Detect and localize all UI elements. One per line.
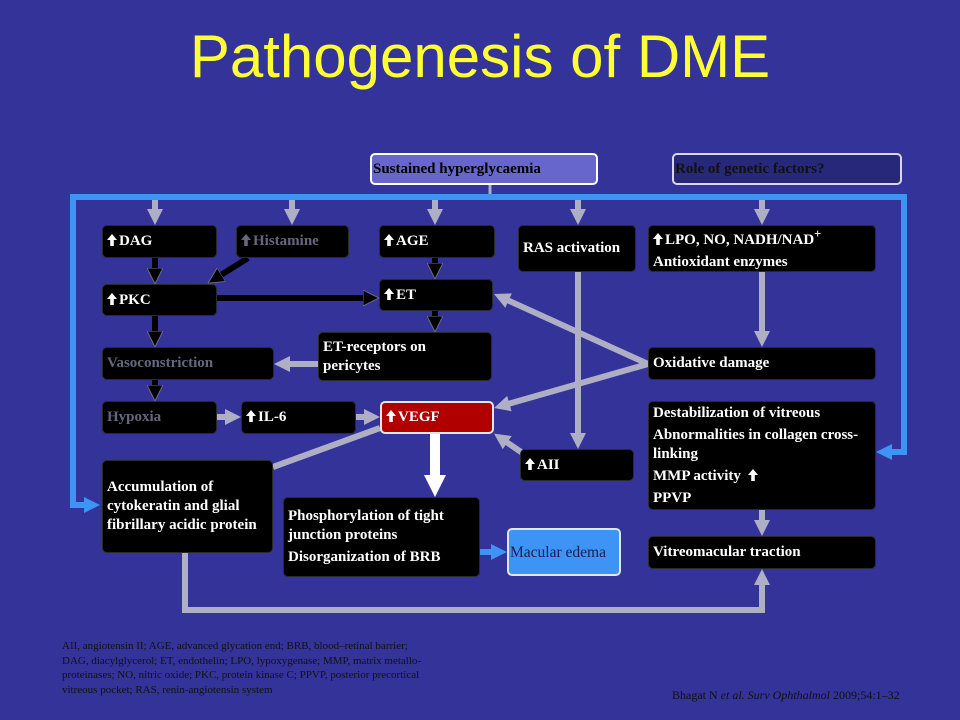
node-hypoxia-label: Hypoxia xyxy=(107,409,162,425)
node-phosphorylation: Phosphorylation of tight junction protei… xyxy=(283,497,480,577)
node-cytokeratin-accumulation: Accumulation of cytokeratin and glial fi… xyxy=(102,460,273,553)
arrow-oxidative-to-vegf xyxy=(494,361,649,412)
node-vegf: VEGF xyxy=(380,401,494,434)
node-lpo-label: LPO, NO, NADH/NAD xyxy=(665,232,815,248)
up-arrow-icon xyxy=(246,410,256,422)
citation-details: 2009;54:1–32 xyxy=(832,688,900,702)
node-age-label: AGE xyxy=(396,233,429,249)
node-histamine-label: Histamine xyxy=(253,233,319,249)
node-ras-activation-label: RAS activation xyxy=(523,240,621,256)
node-aii: AII xyxy=(520,449,634,481)
node-destabilization-line: PPVP xyxy=(653,489,692,506)
citation-journal: et al. Surv Ophthalmol xyxy=(720,688,830,702)
source-hyperglycaemia: Sustained hyperglycaemia xyxy=(370,153,598,185)
link-accumulation-vegf xyxy=(271,425,382,470)
node-ras-activation: RAS activation xyxy=(518,225,636,272)
abbreviations-line: vitreous pocket; RAS, renin-angiotensin … xyxy=(62,683,273,696)
node-macular-edema-label: Macular edema xyxy=(510,543,606,561)
arrow-accumulation-to-traction xyxy=(182,553,770,613)
arrow-aii-to-vegf xyxy=(494,433,526,457)
abbreviations-line: proteinases; NO, nitric oxide; PKC, prot… xyxy=(62,669,420,682)
up-arrow-icon xyxy=(107,292,117,305)
up-arrow-icon xyxy=(241,234,251,246)
node-vegf-label: VEGF xyxy=(398,409,440,425)
node-destabilization-line: Abnormalities in collagen cross-linking xyxy=(653,426,859,462)
node-destabilization-line: MMP activity xyxy=(653,467,741,484)
node-oxidative-damage-label: Oxidative damage xyxy=(653,355,770,371)
node-vasoconstriction-label: Vasoconstriction xyxy=(107,355,214,371)
up-arrow-icon xyxy=(384,234,394,246)
node-il6-label: IL-6 xyxy=(258,409,287,425)
up-arrow-icon xyxy=(386,410,396,422)
node-macular-edema: Macular edema xyxy=(507,528,621,576)
source-genetic-factors-label: Role of genetic factors? xyxy=(675,160,825,177)
up-arrow-icon xyxy=(653,233,663,245)
slide-title: Pathogenesis of DME xyxy=(189,23,771,90)
node-lpo-superscript: + xyxy=(814,227,822,241)
up-arrow-icon xyxy=(525,457,535,470)
node-age: AGE xyxy=(379,225,495,258)
node-et-receptors: ET-receptors on pericytes xyxy=(318,332,492,381)
node-pkc: PKC xyxy=(102,284,217,316)
node-vitreomacular-traction-label: Vitreomacular traction xyxy=(653,544,801,560)
node-dag: DAG xyxy=(102,225,217,258)
source-hyperglycaemia-label: Sustained hyperglycaemia xyxy=(373,160,541,177)
node-phosphorylation-line: Phosphorylation of tight junction protei… xyxy=(288,508,444,543)
node-vitreomacular-traction: Vitreomacular traction xyxy=(648,536,876,569)
arrow-histamine-to-pkc xyxy=(213,255,250,280)
node-hypoxia: Hypoxia xyxy=(102,401,217,434)
node-et-label: ET xyxy=(396,286,417,303)
node-oxidative-damage: Oxidative damage xyxy=(648,347,876,380)
source-genetic-factors: Role of genetic factors? xyxy=(672,153,902,185)
abbreviations-line: DAG, diacylglycerol; ET, endothelin; LPO… xyxy=(62,654,422,667)
citation: Bhagat N et al. Surv Ophthalmol 2009;54:… xyxy=(672,687,900,703)
node-il6: IL-6 xyxy=(241,401,356,434)
node-aii-label: AII xyxy=(537,456,560,473)
node-dag-label: DAG xyxy=(119,233,153,249)
node-lpo: LPO, NO, NADH/NAD+ Antioxidant enzymes xyxy=(648,225,876,272)
feedback-loop-arrow xyxy=(70,194,907,513)
citation-authors: Bhagat N xyxy=(672,688,718,702)
arrow-oxidative-to-et xyxy=(494,293,650,367)
up-arrow-icon xyxy=(747,468,758,481)
up-arrow-icon xyxy=(384,287,394,300)
node-vasoconstriction: Vasoconstriction xyxy=(102,347,274,380)
node-destabilization-line: Destabilization of vitreous xyxy=(653,404,821,421)
node-cytokeratin-accumulation-label: Accumulation of cytokeratin and glial fi… xyxy=(107,479,257,533)
node-vitreous-destabilization: Destabilization of vitreous Abnormalitie… xyxy=(648,401,876,510)
node-pkc-label: PKC xyxy=(119,291,151,308)
node-phosphorylation-line: Disorganization of BRB xyxy=(288,549,441,565)
node-lpo-line2: Antioxidant enzymes xyxy=(653,254,788,270)
node-et: ET xyxy=(379,279,493,311)
node-histamine: Histamine xyxy=(236,225,349,258)
up-arrow-icon xyxy=(107,234,117,246)
node-et-receptors-label: ET-receptors on pericytes xyxy=(323,338,426,374)
abbreviations-line: AII, angiotensin II; AGE, advanced glyca… xyxy=(62,640,408,652)
abbreviations-footnote: AII, angiotensin II; AGE, advanced glyca… xyxy=(62,639,421,697)
